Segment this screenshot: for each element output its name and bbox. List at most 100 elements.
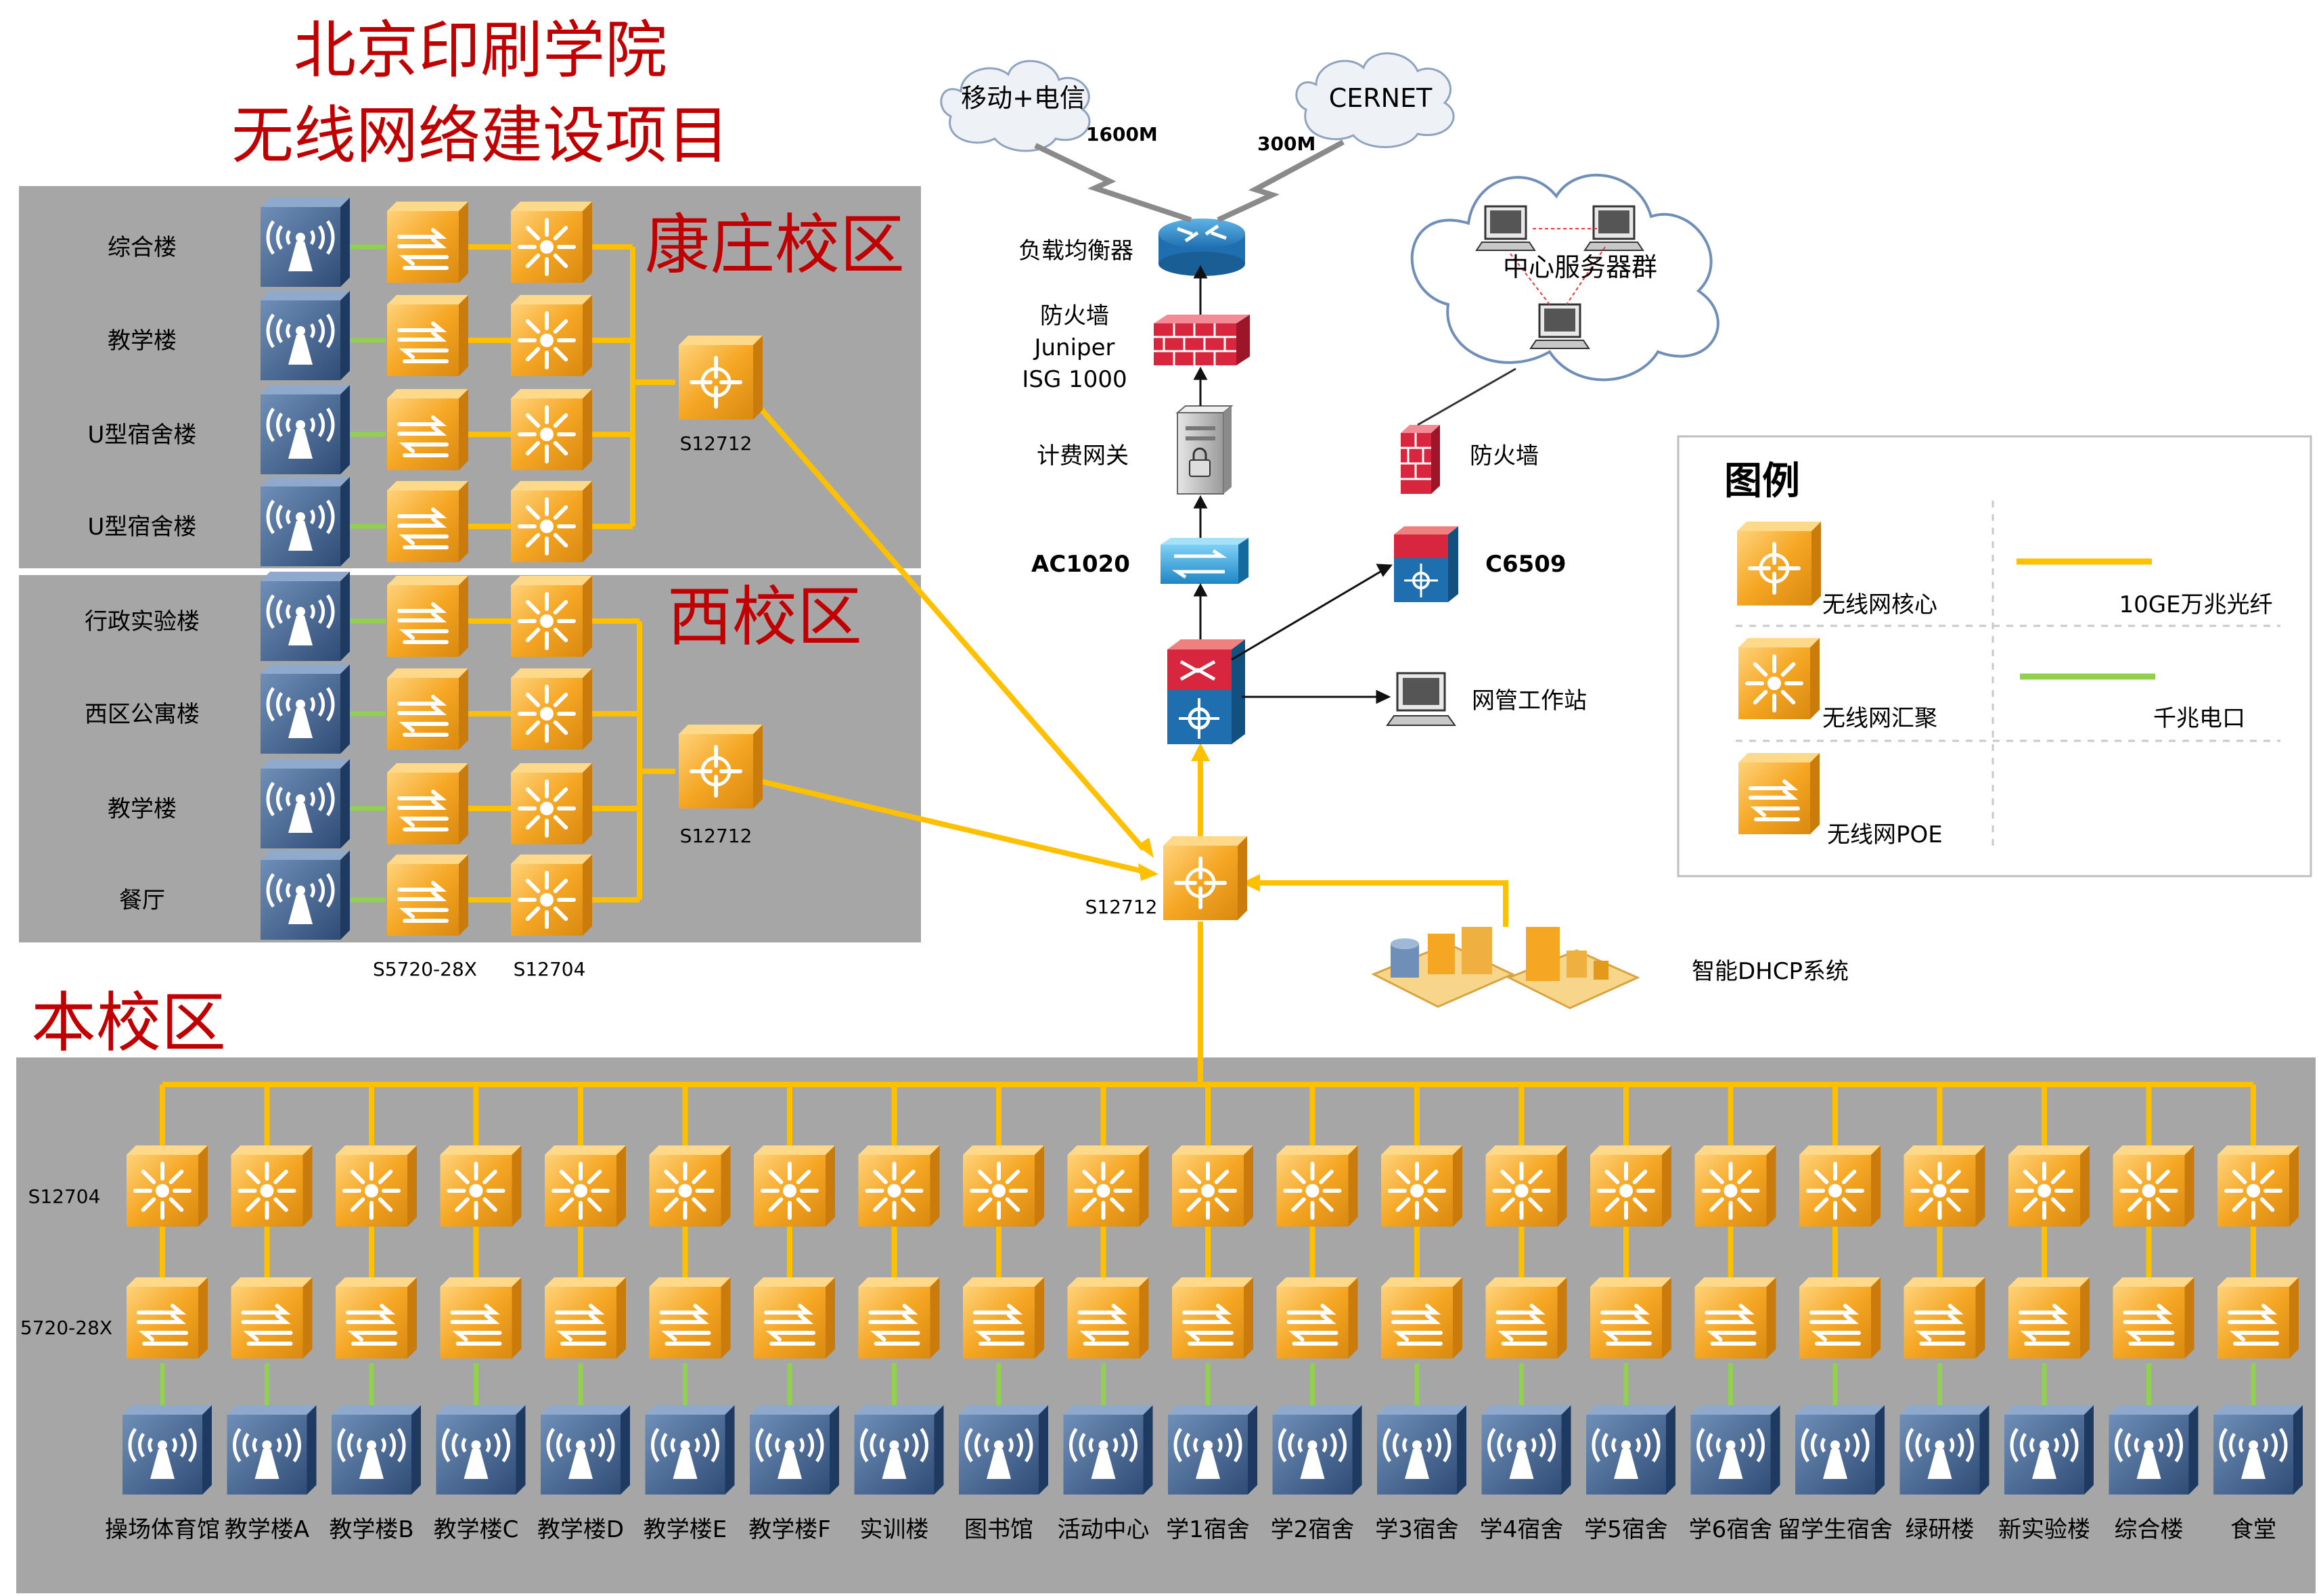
main-aggregation-switch-icon bbox=[2217, 1145, 2299, 1227]
main-building-label: 教学楼A bbox=[225, 1516, 309, 1543]
legend-dividers bbox=[1736, 501, 2280, 852]
main-access-point-icon bbox=[1168, 1405, 1257, 1495]
core-stack-links bbox=[1193, 265, 1516, 704]
core-router-switch-icon bbox=[1167, 639, 1245, 744]
main-poe-switch-icon bbox=[1904, 1277, 1985, 1359]
main-poe-switch-icon bbox=[2008, 1277, 2090, 1359]
main-access-point-icon bbox=[541, 1405, 630, 1495]
main-aggregation-switch-icon bbox=[649, 1145, 731, 1227]
campus-name-main: 本校区 bbox=[31, 985, 226, 1061]
main-poe-switch-icon bbox=[1381, 1277, 1462, 1359]
dhcp-system-icon bbox=[1371, 927, 1640, 1009]
firewall-2-label: 防火墙 bbox=[1470, 442, 1539, 470]
agg-model-label: S12704 bbox=[514, 958, 586, 980]
kangzhuang-poe-switch-icon bbox=[387, 389, 468, 470]
main-access-point-icon bbox=[1899, 1405, 1989, 1495]
main-poe-switch-icon bbox=[2217, 1277, 2299, 1359]
main-aggregation-switch-icon bbox=[2113, 1145, 2194, 1227]
isp2-label: CERNET bbox=[1329, 83, 1433, 113]
main-building-label: 学2宿舍 bbox=[1271, 1516, 1355, 1543]
server-pc-icon bbox=[1475, 205, 1536, 251]
isp1-bandwidth: 1600M bbox=[1086, 123, 1158, 145]
server-pc-icon bbox=[1529, 303, 1590, 349]
main-building-label: 教学楼F bbox=[748, 1516, 831, 1543]
west-aggregation-switch-icon bbox=[511, 763, 592, 844]
legend-aggregation-switch-icon bbox=[1738, 638, 1820, 719]
west-building-label: 西区公寓楼 bbox=[85, 701, 200, 728]
west-access-point-icon bbox=[261, 572, 350, 661]
main-poe-switch-icon bbox=[858, 1277, 940, 1359]
main-aggregation-switch-icon bbox=[1799, 1145, 1881, 1227]
title-line-2: 无线网络建设项目 bbox=[231, 99, 729, 172]
main-aggregation-switch-icon bbox=[1694, 1145, 1776, 1227]
main-building-label: 留学生宿舍 bbox=[1778, 1516, 1893, 1543]
main-access-point-icon bbox=[1481, 1405, 1571, 1495]
main-access-point-icon bbox=[2109, 1405, 2199, 1495]
main-aggregation-switch-icon bbox=[1381, 1145, 1462, 1227]
title-line-1: 北京印刷学院 bbox=[294, 14, 667, 87]
kangzhuang-access-point-icon bbox=[261, 198, 350, 287]
legend-poe-switch-icon bbox=[1738, 753, 1820, 834]
billing-gateway-label: 计费网关 bbox=[1037, 442, 1129, 470]
campus-name-west: 西校区 bbox=[667, 579, 862, 655]
server-cloud-label: 中心服务器群 bbox=[1503, 252, 1657, 282]
west-core-label: S12712 bbox=[680, 825, 752, 847]
main-aggregation-switch-icon bbox=[1485, 1145, 1567, 1227]
main-access-point-icon bbox=[122, 1405, 212, 1495]
kangzhuang-aggregation-switch-icon bbox=[511, 202, 592, 283]
nms-workstation-icon bbox=[1386, 672, 1456, 726]
main-building-label: 实训楼 bbox=[860, 1516, 929, 1543]
legend-title: 图例 bbox=[1724, 459, 1800, 503]
main-aggregation-switch-icon bbox=[127, 1145, 208, 1227]
west-campus-area bbox=[19, 575, 921, 942]
west-core-switch-icon bbox=[679, 725, 763, 808]
campus-name-kangzhuang: 康庄校区 bbox=[645, 207, 905, 283]
main-aggregation-switch-icon bbox=[1276, 1145, 1358, 1227]
main-aggregation-switch-icon bbox=[1067, 1145, 1149, 1227]
main-aggregation-switch-icon bbox=[336, 1145, 417, 1227]
load-balancer-router-icon bbox=[1158, 219, 1245, 276]
west-access-point-icon bbox=[261, 850, 350, 940]
main-building-label: 活动中心 bbox=[1058, 1516, 1150, 1543]
fiber-links bbox=[160, 244, 2256, 1285]
main-access-point-icon bbox=[1586, 1405, 1675, 1495]
legend-core-icon bbox=[1737, 522, 1821, 606]
firewall-label-1: 防火墙 bbox=[1040, 302, 1109, 329]
main-building-label: 教学楼D bbox=[537, 1516, 624, 1543]
main-access-point-icon bbox=[436, 1405, 526, 1495]
west-aggregation-switch-icon bbox=[511, 668, 592, 750]
west-building-label: 行政实验楼 bbox=[85, 608, 200, 635]
west-aggregation-switch-icon bbox=[511, 576, 592, 657]
west-to-core-link bbox=[752, 777, 1144, 874]
isp1-wan-link bbox=[1034, 143, 1192, 223]
main-aggregation-switch-icon bbox=[858, 1145, 940, 1227]
main-core-switch bbox=[1163, 836, 1247, 920]
main-access-point-icon bbox=[2004, 1405, 2094, 1495]
load-balancer-label: 负载均衡器 bbox=[1018, 237, 1133, 265]
firewall-juniper-icon bbox=[1154, 315, 1250, 365]
kangzhuang-poe-switch-icon bbox=[387, 202, 468, 283]
main-access-point-icon bbox=[959, 1405, 1048, 1495]
kangzhuang-building-label: U型宿舍楼 bbox=[88, 421, 197, 449]
arrowhead bbox=[1191, 743, 1210, 761]
legend-agg-icon bbox=[1738, 638, 1820, 719]
main-access-point-icon bbox=[750, 1405, 839, 1495]
main-poe-switch-icon bbox=[336, 1277, 417, 1359]
main-poe-switch-icon bbox=[1694, 1277, 1776, 1359]
main-access-point-icon bbox=[1795, 1405, 1885, 1495]
main-poe-switch-icon bbox=[1276, 1277, 1358, 1359]
nms-label: 网管工作站 bbox=[1472, 687, 1587, 714]
c6509-label: C6509 bbox=[1485, 551, 1567, 578]
main-access-point-icon bbox=[2213, 1405, 2303, 1495]
isp1-cloud bbox=[940, 60, 1091, 152]
billing-gateway-server-icon bbox=[1175, 405, 1234, 495]
ac-label: AC1020 bbox=[1031, 551, 1130, 578]
main-access-point-icon bbox=[854, 1405, 944, 1495]
main-poe-switch-icon bbox=[1590, 1277, 1671, 1359]
main-poe-switch-icon bbox=[754, 1277, 835, 1359]
firewall-2-icon bbox=[1401, 425, 1440, 494]
server-pc-icon bbox=[1583, 205, 1644, 251]
main-poe-switch-icon bbox=[1799, 1277, 1881, 1359]
